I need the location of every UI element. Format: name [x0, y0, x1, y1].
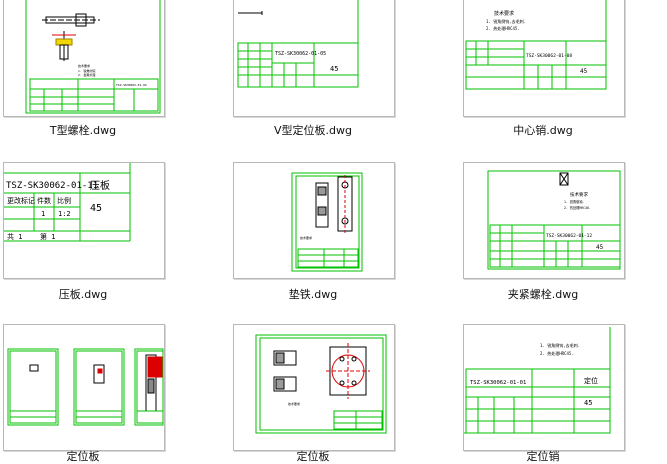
drawing-scale: 45: [584, 399, 592, 407]
note-line: 1. 锐角倒钝.: [564, 199, 585, 204]
cad-drawing-preview: 技术要求: [255, 334, 387, 434]
drawing-scale: 45: [596, 244, 604, 251]
file-name[interactable]: 压板.dwg: [58, 288, 108, 301]
svg-text:技术要求: 技术要求: [288, 401, 300, 406]
title-block-cell: 1: [41, 210, 45, 218]
file-name[interactable]: 定位板: [296, 450, 330, 463]
drawing-scale: 45: [90, 203, 102, 214]
note-line: 1. 锐角倒钝,去毛刺.: [486, 18, 526, 24]
drawing-scale: 45: [580, 68, 588, 75]
drawing-scale: 45: [330, 65, 338, 73]
thumbnail[interactable]: [3, 324, 165, 451]
title-block-cell: 1:2: [58, 210, 71, 218]
note-line: 1. 锐角倒钝,去毛刺.: [540, 342, 580, 348]
file-name[interactable]: V型定位板.dwg: [274, 124, 352, 137]
title-block-cell: 比例: [57, 196, 71, 205]
thumbnail[interactable]: TSZ-SK30062-01-11 压板 45 更改标记 件数 比例 1 1:2…: [3, 162, 165, 279]
thumbnail[interactable]: 技术要求: [233, 162, 395, 279]
drawing-code: TSZ-SK30062-01-12: [546, 233, 592, 239]
cad-drawing-preview: TSZ-SK30062-01-05 45: [237, 0, 359, 88]
notes-title: 技术要求: [570, 191, 588, 198]
thumbnail[interactable]: TSZ-SK30062-01-05 45: [233, 0, 395, 117]
thumbnail[interactable]: 技术要求 1. 锐角倒钝. 2. 热处理HRC40. TSZ-SK30062-0…: [463, 162, 625, 279]
thumbnail[interactable]: 技术要求 1. 锐角倒钝,去毛刺. 2. 热处理HRC45. TSZ-SK300…: [463, 0, 625, 117]
svg-text:技术要求: 技术要求: [78, 63, 90, 68]
file-name[interactable]: T型螺栓.dwg: [49, 124, 117, 137]
thumbnail[interactable]: 技术要求: [233, 324, 395, 451]
drawing-code: TSZ-SK30062-01-08: [526, 53, 572, 59]
svg-text:1. 锐角倒钝: 1. 锐角倒钝: [78, 68, 95, 73]
file-name[interactable]: 垫铁.dwg: [288, 288, 338, 301]
drawing-code: TSZ-SK30062-01-11: [6, 181, 98, 191]
title-block-cell: 更改标记: [7, 196, 35, 205]
cad-drawing-preview: TSZ-SK30062-01-11 压板 45 更改标记 件数 比例 1 1:2…: [4, 163, 131, 242]
file-name[interactable]: 中心销.dwg: [513, 124, 573, 137]
drawing-title: 定位: [584, 376, 598, 385]
title-block-cell: 件数: [37, 196, 51, 205]
note-line: 2. 热处理HRC45.: [540, 350, 574, 356]
drawing-title: 压板: [90, 179, 110, 192]
thumbnail[interactable]: 技术要求 1. 锐角倒钝 2. 发黑处理 TSZ-SK30062-01-02: [3, 0, 165, 117]
file-name[interactable]: 定位板: [66, 450, 100, 463]
notes-title: 技术要求: [494, 10, 514, 17]
cad-drawing-preview: [7, 348, 164, 426]
title-block-cell: 第 1: [40, 232, 55, 241]
svg-text:TSZ-SK30062-01-02: TSZ-SK30062-01-02: [116, 83, 147, 87]
cad-drawing-preview: 1. 锐角倒钝,去毛刺. 2. 热处理HRC45. TSZ-SK30062-01…: [464, 327, 611, 434]
title-block-cell: 共 1: [7, 232, 22, 241]
file-name[interactable]: 定位销: [526, 450, 560, 463]
cad-drawing-preview: 技术要求 1. 锐角倒钝,去毛刺. 2. 热处理HRC45. TSZ-SK300…: [465, 0, 607, 90]
note-line: 2. 热处理HRC45.: [486, 25, 520, 31]
note-line: 2. 热处理HRC40.: [564, 205, 591, 210]
drawing-code: TSZ-SK30062-01-01: [470, 380, 526, 386]
thumbnail[interactable]: 1. 锐角倒钝,去毛刺. 2. 热处理HRC45. TSZ-SK30062-01…: [463, 324, 625, 451]
svg-text:技术要求: 技术要求: [300, 235, 312, 240]
cad-drawing-preview: 技术要求 1. 锐角倒钝 2. 发黑处理 TSZ-SK30062-01-02: [25, 0, 161, 114]
drawing-code: TSZ-SK30062-01-05: [275, 51, 326, 57]
file-name[interactable]: 夹紧螺栓.dwg: [507, 288, 579, 301]
svg-text:2. 发黑处理: 2. 发黑处理: [78, 72, 95, 77]
cad-drawing-preview: 技术要求 1. 锐角倒钝. 2. 热处理HRC40. TSZ-SK30062-0…: [487, 170, 621, 270]
cad-drawing-preview: 技术要求: [291, 172, 363, 272]
